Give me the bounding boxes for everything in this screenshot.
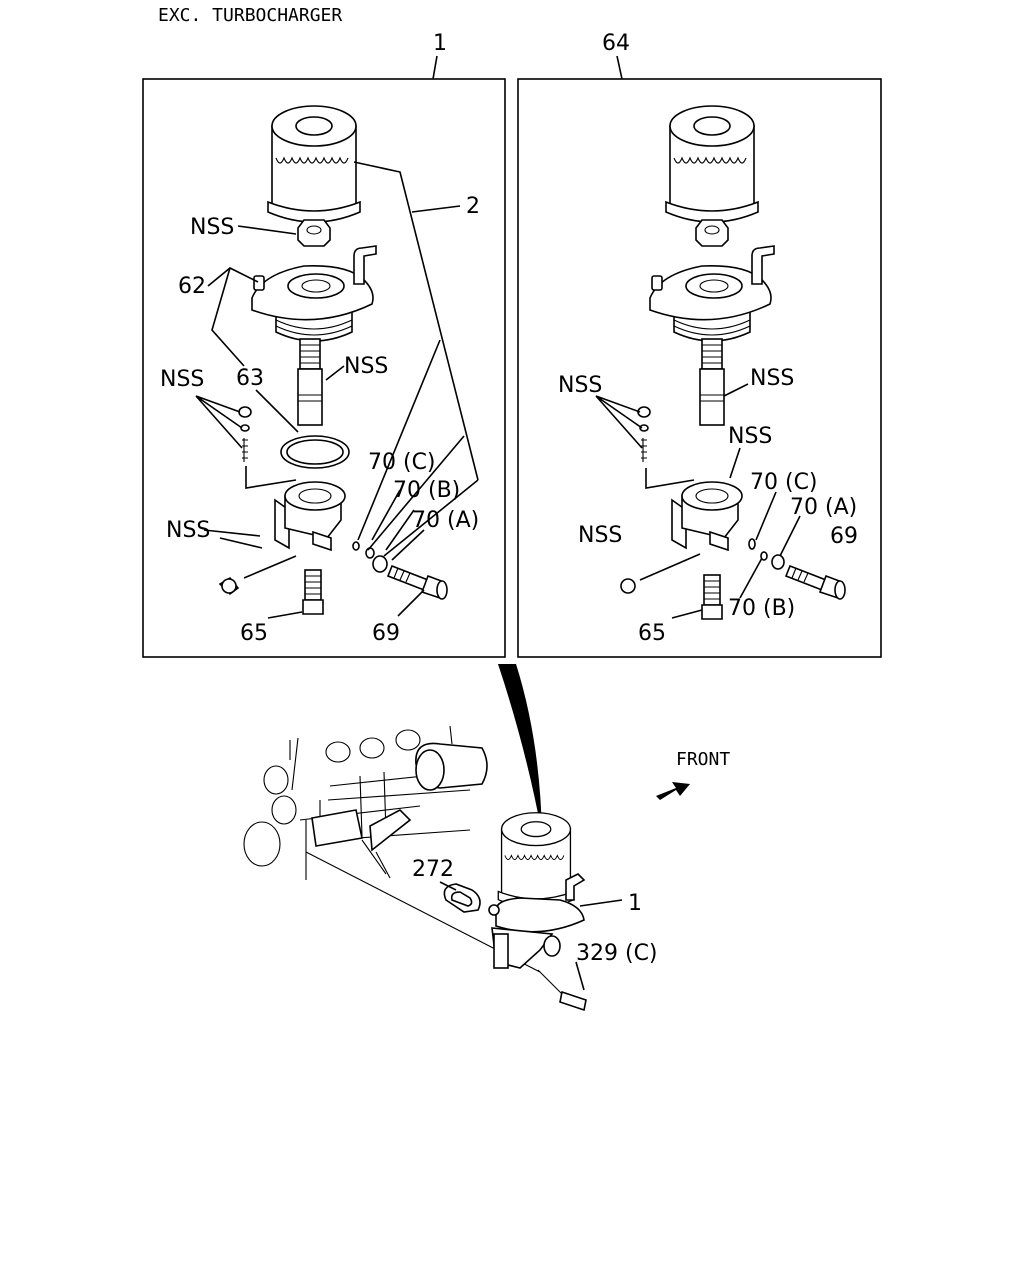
right-label-bracket: NSS <box>728 424 772 449</box>
left-panel-ref: 1 <box>433 31 447 56</box>
right-panel-ref: 64 <box>602 31 630 56</box>
right-label-bolt: 69 <box>830 524 858 549</box>
right-label-seal-c: 70 (C) <box>750 470 818 495</box>
left-label-valve: 65 <box>240 621 268 646</box>
right-panel-frame <box>517 78 882 658</box>
front-label: FRONT <box>676 749 730 770</box>
right-label-seal-b: 70 (B) <box>728 596 795 621</box>
left-panel-frame <box>142 78 506 658</box>
left-label-small-parts: NSS <box>160 367 204 392</box>
right-label-seal-a: 70 (A) <box>790 495 857 520</box>
engine-label-bolt: 329 (C) <box>576 941 658 966</box>
diagram-title: EXC. TURBOCHARGER <box>158 5 342 26</box>
left-label-nut: NSS <box>190 215 234 240</box>
left-label-head: 62 <box>178 274 206 299</box>
right-label-small-parts: NSS <box>558 373 602 398</box>
left-label-seal-a: 70 (A) <box>412 508 479 533</box>
engine-label-gasket: 272 <box>412 857 454 882</box>
left-label-seal-b: 70 (B) <box>393 478 460 503</box>
engine-view: FRONT 272 1 329 (C) <box>243 664 730 1012</box>
right-panel: 64 NSS NSS NSS NSS 70 (C) 70 (A) 69 70 ( <box>517 31 882 658</box>
right-label-stud: NSS <box>750 366 794 391</box>
left-panel: 1 <box>142 31 506 658</box>
front-arrow-icon <box>656 782 690 800</box>
left-label-filter: 2 <box>466 194 480 219</box>
left-label-oring: 63 <box>236 366 264 391</box>
left-label-bolt: 69 <box>372 621 400 646</box>
callout-swoosh <box>498 664 542 834</box>
engine-label-assembly: 1 <box>628 891 642 916</box>
left-label-seal-c: 70 (C) <box>368 450 436 475</box>
right-label-plug: NSS <box>578 523 622 548</box>
right-label-valve: 65 <box>638 621 666 646</box>
left-label-stud: NSS <box>344 354 388 379</box>
left-label-plugs: NSS <box>166 518 210 543</box>
